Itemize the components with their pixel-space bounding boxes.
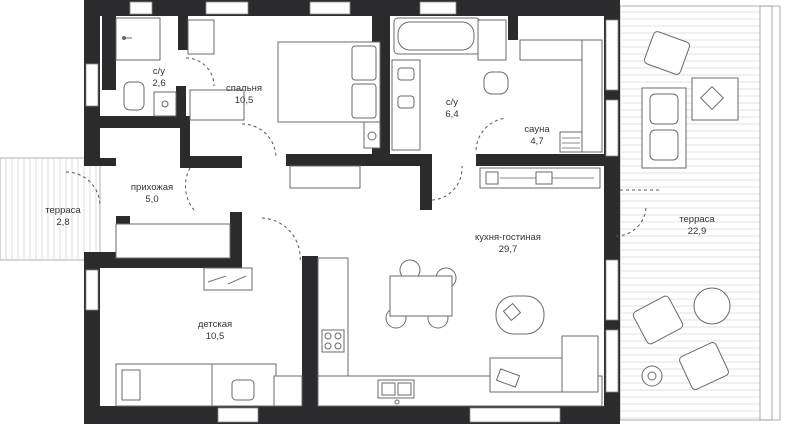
living-furniture: [317, 167, 603, 407]
kids-furniture: [115, 267, 303, 407]
room-area-kids: 10,5: [206, 331, 225, 342]
sauna-fixtures: [519, 39, 603, 153]
bedroom-furniture: [189, 41, 381, 189]
room-name-terrace-left: терраса: [45, 205, 81, 216]
room-name-sauna: сауна: [524, 124, 550, 135]
room-name-bath2: с/у: [446, 97, 458, 108]
bath1-fixtures: [115, 17, 215, 117]
room-area-living: 29,7: [499, 244, 518, 255]
room-area-bedroom: 10,5: [235, 95, 254, 106]
terrace-furniture: [632, 31, 739, 390]
doors: [65, 57, 660, 263]
hall-furniture: [115, 223, 231, 259]
room-name-bedroom: спальня: [226, 83, 262, 94]
room-area-terrace-left: 2,8: [56, 217, 69, 228]
room-area-sauna: 4,7: [530, 136, 543, 147]
room-area-bath2: 6,4: [445, 109, 458, 120]
room-name-hall: прихожая: [131, 182, 173, 193]
room-area-terrace-right: 22,9: [688, 226, 707, 237]
room-area-bath1: 2,6: [152, 78, 165, 89]
windows: [85, 1, 619, 423]
room-labels: с/у 2,6 спальня 10,5 с/у 6,4 сауна 4,7 п…: [45, 66, 715, 342]
room-area-hall: 5,0: [145, 194, 158, 205]
room-name-terrace-right: терраса: [679, 214, 715, 225]
room-name-bath1: с/у: [153, 66, 165, 77]
room-name-living: кухня-гостиная: [475, 232, 541, 243]
room-name-kids: детская: [198, 319, 232, 330]
bath2-fixtures: [391, 17, 509, 151]
